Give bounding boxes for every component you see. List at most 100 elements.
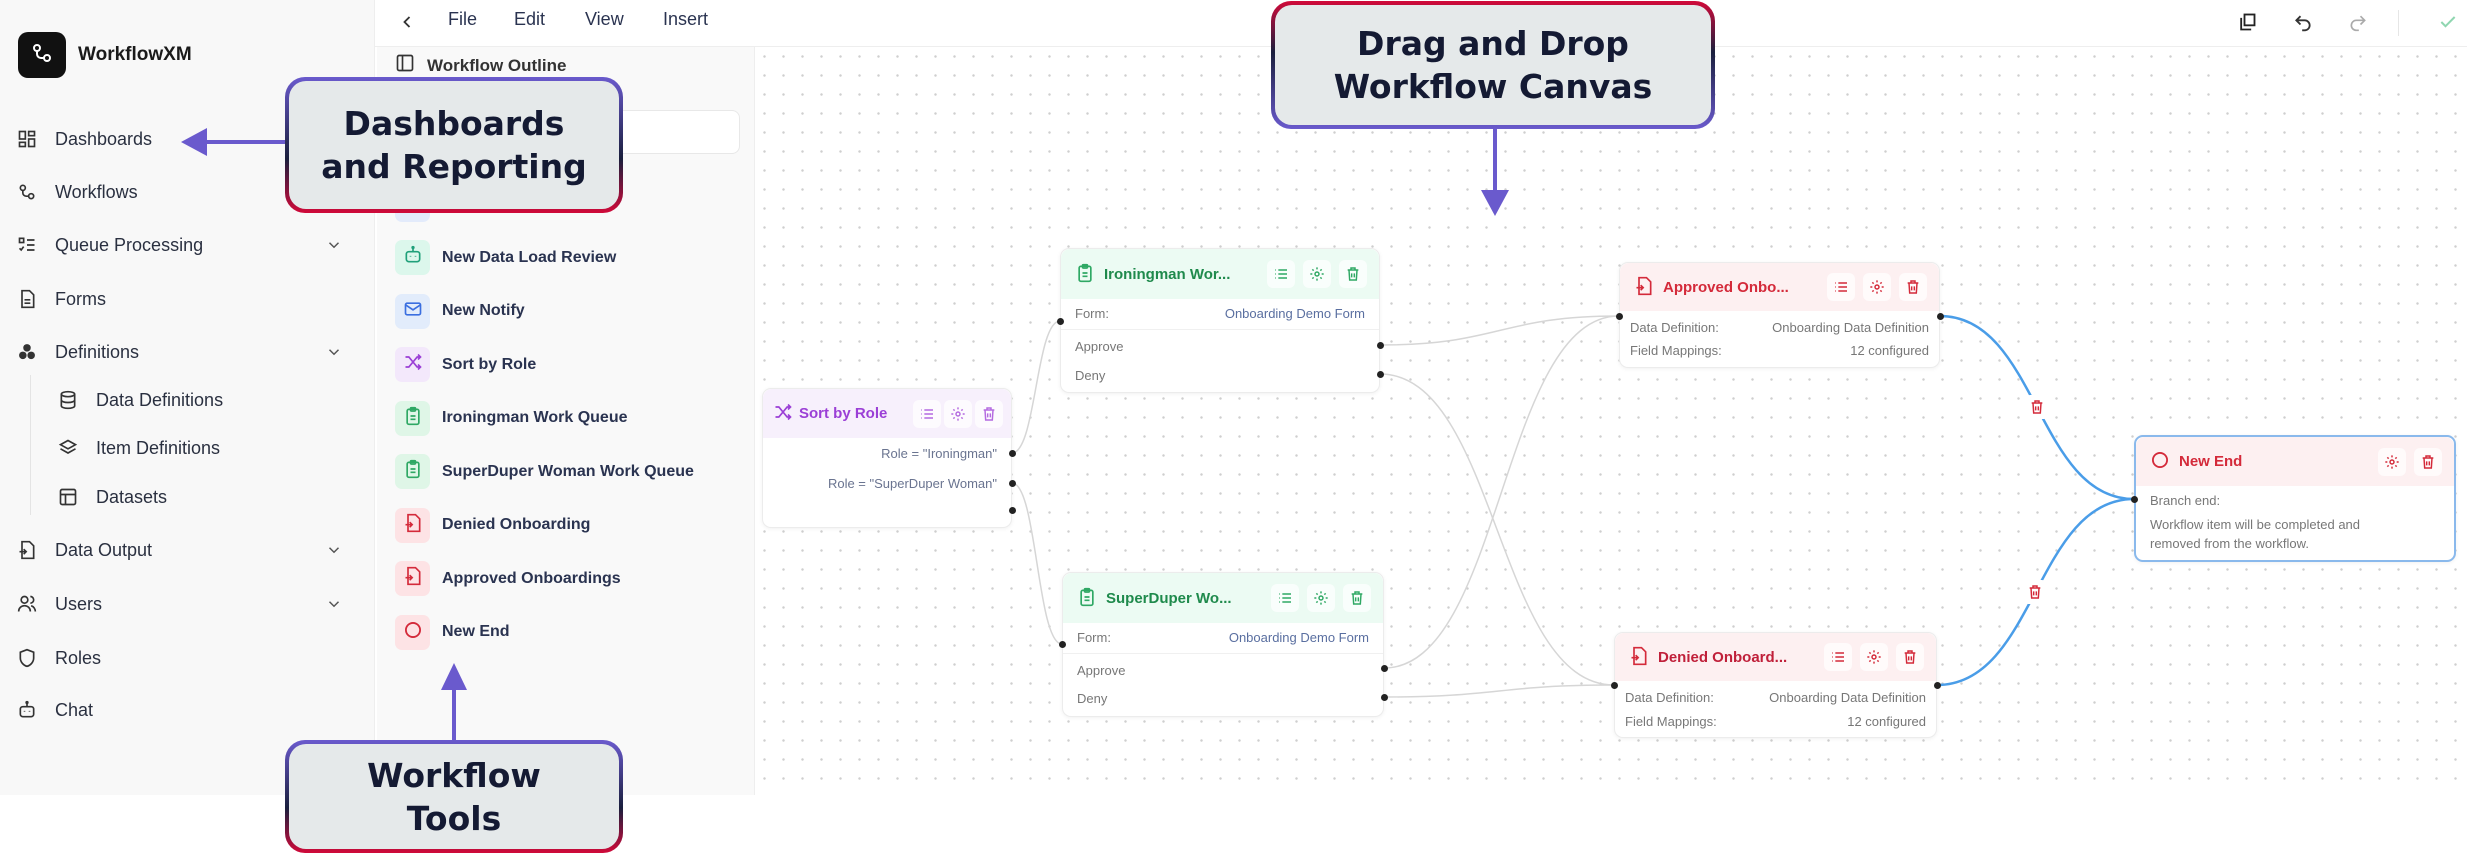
back-chevron-icon[interactable] (393, 8, 421, 36)
gear-icon[interactable] (1307, 584, 1335, 612)
end-description: Branch end: (2150, 493, 2440, 508)
list-icon[interactable] (1827, 273, 1855, 301)
sidebar-item-data-definitions[interactable]: Data Definitions (57, 383, 357, 417)
branch-end-label: Branch end: (2150, 493, 2221, 508)
menu-view[interactable]: View (585, 9, 624, 29)
node-ironingman-work-queue[interactable]: Ironingman Wor... Form:Onboarding Demo F… (1060, 248, 1380, 393)
app-logo[interactable] (18, 32, 66, 78)
save-check-icon[interactable] (2434, 8, 2462, 36)
trash-icon[interactable] (2414, 447, 2442, 476)
chevron-down-icon[interactable] (325, 595, 343, 613)
tool-item[interactable]: New Data Load Review (395, 238, 616, 278)
connection-handle[interactable] (1008, 449, 1016, 457)
trash-icon[interactable] (1339, 260, 1367, 288)
list-icon[interactable] (913, 399, 941, 428)
undo-icon[interactable] (2289, 8, 2317, 36)
chevron-down-icon[interactable] (325, 541, 343, 559)
sidebar-item-data-output[interactable]: Data Output (16, 533, 361, 567)
sidebar-item-workflows[interactable]: Workflows (16, 175, 361, 209)
sidebar-item-chat[interactable]: Chat (16, 693, 361, 727)
gear-icon[interactable] (1863, 273, 1891, 301)
redo-icon[interactable] (2344, 8, 2372, 36)
sidebar-item-roles[interactable]: Roles (16, 641, 361, 675)
sidebar-item-datasets[interactable]: Datasets (57, 480, 357, 514)
node-title: New End (2179, 453, 2243, 470)
output-approve: Approve (1077, 663, 1126, 678)
tool-item[interactable]: Sort by Role (395, 345, 536, 385)
edge-delete-trash-icon[interactable] (2023, 580, 2047, 604)
connection-handle[interactable] (1056, 317, 1064, 325)
file-export-icon (395, 507, 430, 543)
menu-edit[interactable]: Edit (514, 9, 546, 29)
edge-delete-trash-icon[interactable] (2025, 395, 2049, 419)
tool-item-label: SuperDuper Woman Work Queue (442, 462, 694, 480)
trash-icon[interactable] (1896, 643, 1924, 671)
connection-handle[interactable] (1376, 370, 1384, 378)
node-sort-by-role[interactable]: Sort by Role Role = "Ironingman" Role = … (762, 388, 1012, 528)
tool-item[interactable]: Denied Onboarding (395, 505, 590, 545)
node-header: Denied Onboard... (1615, 633, 1936, 681)
copy-icon[interactable] (2233, 8, 2261, 36)
node-denied-onboarding[interactable]: Denied Onboard... Data Definition:Onboar… (1614, 632, 1937, 738)
connection-handle[interactable] (1933, 681, 1941, 689)
menu-insert[interactable]: Insert (663, 9, 709, 29)
mail-icon (395, 293, 430, 329)
connection-handle[interactable] (1936, 312, 1944, 320)
node-new-end[interactable]: New End Branch end: Workflow item will b… (2134, 435, 2456, 562)
queue-icon (16, 234, 38, 256)
menu-file[interactable]: File (448, 9, 478, 29)
connection-handle[interactable] (1380, 664, 1388, 672)
list-icon[interactable] (1824, 643, 1852, 671)
sidebar-item-item-definitions[interactable]: Item Definitions (57, 431, 357, 465)
gear-icon[interactable] (1303, 260, 1331, 288)
sidebar-item-forms[interactable]: Forms (16, 282, 361, 316)
tool-item[interactable]: New Notify (395, 291, 525, 331)
circle-icon (2150, 450, 2170, 473)
chevron-down-icon[interactable] (325, 236, 343, 254)
tool-item[interactable]: Approved Onboardings (395, 559, 621, 599)
field-mappings-value: 12 configured (1847, 714, 1926, 729)
sidebar-item-label: Workflows (55, 181, 138, 202)
sidebar-item-queue-processing[interactable]: Queue Processing (16, 228, 361, 262)
sidebar-item-dashboards[interactable]: Dashboards (16, 122, 361, 156)
list-icon[interactable] (1271, 584, 1299, 612)
connection-handle[interactable] (1008, 479, 1016, 487)
connection-handle[interactable] (2130, 495, 2138, 503)
workflow-outline-header[interactable]: Workflow Outline (395, 53, 566, 78)
connection-handle[interactable] (1380, 693, 1388, 701)
tool-item[interactable]: SuperDuper Woman Work Queue (395, 452, 694, 492)
clipboard-icon (403, 459, 423, 484)
sidebar-item-label: Datasets (96, 486, 168, 507)
connection-handle[interactable] (1610, 681, 1618, 689)
connection-handle[interactable] (1058, 640, 1066, 648)
list-icon[interactable] (1267, 260, 1295, 288)
gear-icon[interactable] (1860, 643, 1888, 671)
shuffle-icon (773, 402, 793, 425)
connection-handle[interactable] (1615, 312, 1623, 320)
file-export-icon (403, 513, 423, 538)
connection-handle[interactable] (1008, 506, 1016, 514)
node-title: Sort by Role (799, 405, 888, 422)
sidebar-item-label: Users (55, 593, 103, 614)
tool-item-label: New End (442, 623, 510, 640)
trash-icon[interactable] (1343, 584, 1371, 612)
node-title: Denied Onboard... (1658, 648, 1788, 666)
form-label: Form: (1075, 306, 1109, 321)
tool-item-label: New Notify (442, 302, 525, 319)
clipboard-icon (1075, 263, 1095, 286)
trash-icon[interactable] (1899, 273, 1927, 301)
sidebar-item-users[interactable]: Users (16, 587, 361, 621)
chevron-down-icon[interactable] (325, 343, 343, 361)
sidebar-item-label: Forms (55, 288, 106, 309)
connection-handle[interactable] (1376, 341, 1384, 349)
trash-icon[interactable] (975, 399, 1003, 428)
gear-icon[interactable] (2378, 447, 2406, 476)
node-superduper-woman-work-queue[interactable]: SuperDuper Wo... Form:Onboarding Demo Fo… (1062, 572, 1384, 717)
node-approved-onboardings[interactable]: Approved Onbo... Data Definition:Onboard… (1619, 262, 1940, 368)
tool-item-label: Denied Onboarding (442, 516, 591, 533)
table-icon (57, 486, 79, 508)
sidebar-item-definitions[interactable]: Definitions (16, 335, 361, 369)
gear-icon[interactable] (944, 399, 972, 428)
tool-item[interactable]: Ironingman Work Queue (395, 398, 628, 438)
tool-item[interactable]: New End (395, 612, 510, 652)
